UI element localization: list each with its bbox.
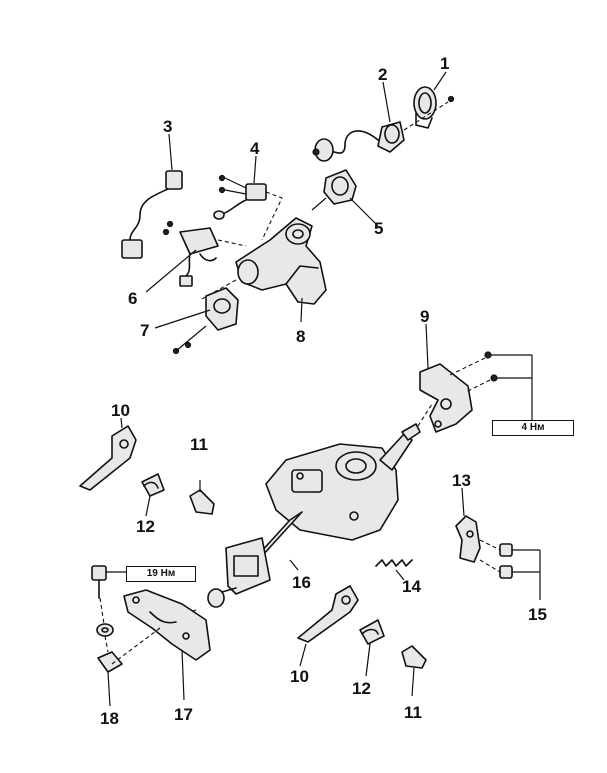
callout-4: 4	[250, 139, 260, 158]
part-9-upper-bracket	[419, 351, 533, 433]
part-8-lock-housing	[199, 217, 327, 305]
callout-1: 1	[440, 54, 450, 73]
part-4-sensor	[213, 174, 283, 241]
part-17-plate	[123, 589, 211, 661]
callout-8: 8	[296, 327, 306, 346]
part-14-spring	[375, 559, 413, 581]
callout-17: 17	[174, 705, 193, 724]
part-2-switch-with-cable	[312, 101, 449, 162]
callout-15: 15	[528, 605, 547, 624]
part-15-bolts	[479, 539, 541, 600]
callout-16: 16	[292, 573, 311, 592]
part-16-steering-column	[169, 403, 433, 619]
callout-10-upper: 10	[111, 401, 130, 420]
callout-9: 9	[420, 307, 430, 326]
part-12-spring-clip-upper	[141, 473, 165, 497]
torque-spec-4nm: 4 Нм	[492, 420, 574, 436]
callout-7: 7	[140, 321, 150, 340]
callout-11-lower: 11	[404, 703, 422, 722]
part-12-spring-clip-lower	[359, 619, 385, 645]
callout-12-lower: 12	[352, 679, 371, 698]
part-11-clip-lower	[401, 645, 427, 669]
part-13-lower-bracket	[455, 515, 481, 563]
callout-12-upper: 12	[136, 517, 155, 536]
part-10-lever-lower	[297, 585, 359, 643]
leader-lines	[107, 71, 465, 707]
callout-5: 5	[374, 219, 384, 238]
part-5-ignition-switch	[311, 169, 357, 211]
callout-11-upper: 11	[190, 435, 208, 454]
part-18-bolt-washer-nut	[91, 565, 161, 673]
part-10-lever-upper	[79, 425, 137, 491]
torque-spec-19nm: 19 Нм	[126, 566, 196, 582]
part-11-clip-upper	[189, 480, 215, 515]
callout-3: 3	[163, 117, 173, 136]
part-6-bracket-wiring	[162, 220, 247, 287]
callout-10-lower: 10	[290, 667, 309, 686]
callout-6: 6	[128, 289, 138, 308]
part-1-coil-ring	[413, 86, 455, 129]
callout-18: 18	[100, 709, 119, 728]
callout-2: 2	[378, 65, 388, 84]
part-7-lock-cylinder	[172, 287, 239, 355]
callout-13: 13	[452, 471, 471, 490]
part-3-harness	[121, 170, 183, 259]
callout-14: 14	[402, 577, 421, 596]
